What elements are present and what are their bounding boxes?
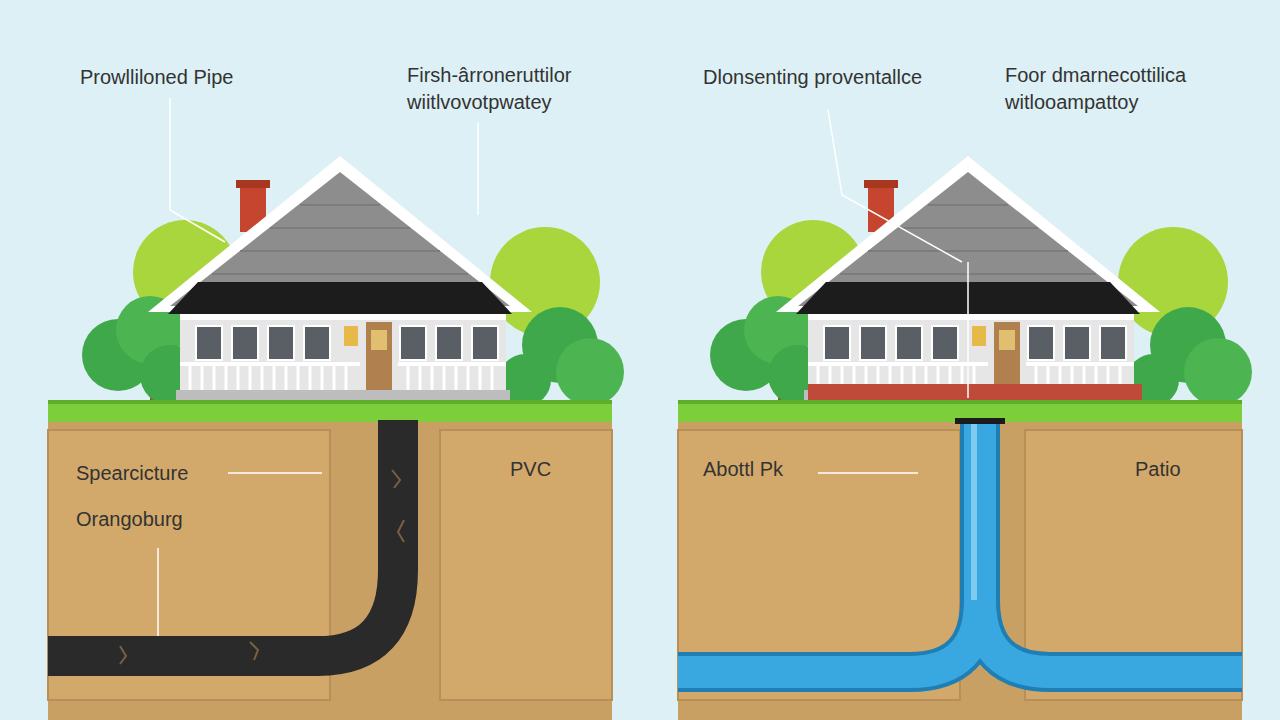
callout-label: Firsh-ârroneruttilor wiitlvovotpwatey [407,62,607,116]
callout-label: Spearcicture [76,460,188,487]
leader-line [818,110,968,473]
pvc-pipe [678,420,1242,672]
callout-label: Prowlliloned Pipe [80,64,233,91]
callout-label: Patio [1135,456,1181,483]
callout-label: Foor dmarnecottilica witlooampattoy [1005,62,1235,116]
cracked-pipe [48,420,398,656]
right-panel [678,110,1252,720]
callout-label: PVC [510,456,551,483]
house [710,156,1252,406]
house [82,156,624,406]
callout-label: Abottl Pk [703,456,783,483]
leader-line [158,98,478,636]
left-panel [48,98,624,720]
callout-label: Orangoburg [76,506,183,533]
callout-label: Dlonsenting proventallce [703,64,922,91]
